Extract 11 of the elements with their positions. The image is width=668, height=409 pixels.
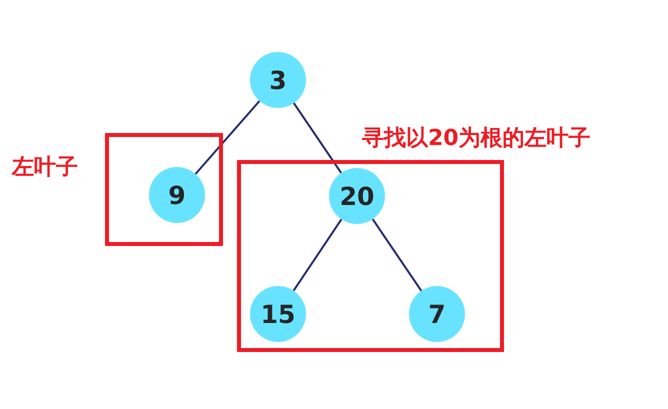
- annotation-label: 寻找以20为根的左叶子: [362, 126, 591, 152]
- tree-node: 15: [250, 286, 306, 342]
- connector-line: [292, 102, 342, 174]
- tree-node: 20: [329, 168, 385, 224]
- connector-line: [372, 218, 422, 292]
- annotation-label: 左叶子: [12, 155, 78, 182]
- tree-node: 3: [250, 52, 306, 108]
- tree-node: 7: [409, 286, 465, 342]
- connector-line: [292, 218, 342, 292]
- connector-line: [194, 100, 260, 175]
- tree-node: 9: [149, 167, 205, 223]
